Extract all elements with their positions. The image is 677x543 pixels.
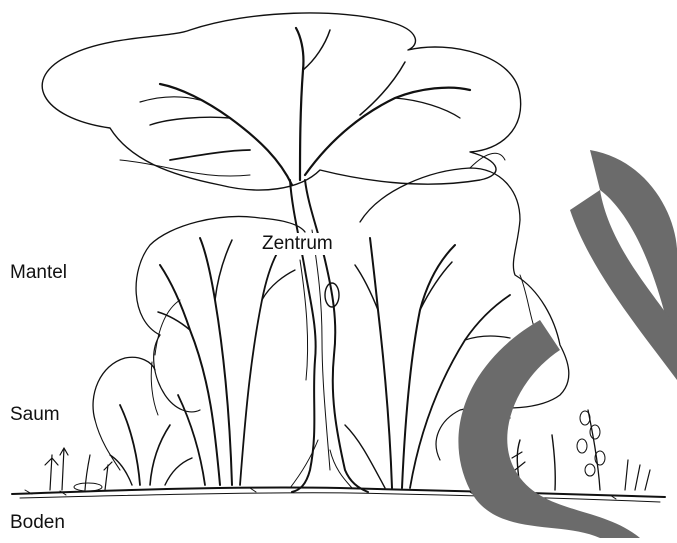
mantel-crown-right: [360, 168, 569, 408]
label-boden: Boden: [10, 512, 65, 534]
top-crown-outline: [42, 13, 520, 190]
saum-shrub-left: [93, 357, 155, 420]
label-saum: Saum: [10, 404, 60, 426]
mantel-stems-left: [158, 238, 295, 485]
watermark-graphic: [458, 150, 677, 538]
central-trunk: [290, 180, 316, 492]
label-zentrum: Zentrum: [260, 233, 335, 255]
label-mantel: Mantel: [10, 262, 67, 284]
saum-plants: [45, 405, 650, 491]
watermark-s-1: [458, 320, 640, 538]
ground-line: [12, 487, 665, 502]
